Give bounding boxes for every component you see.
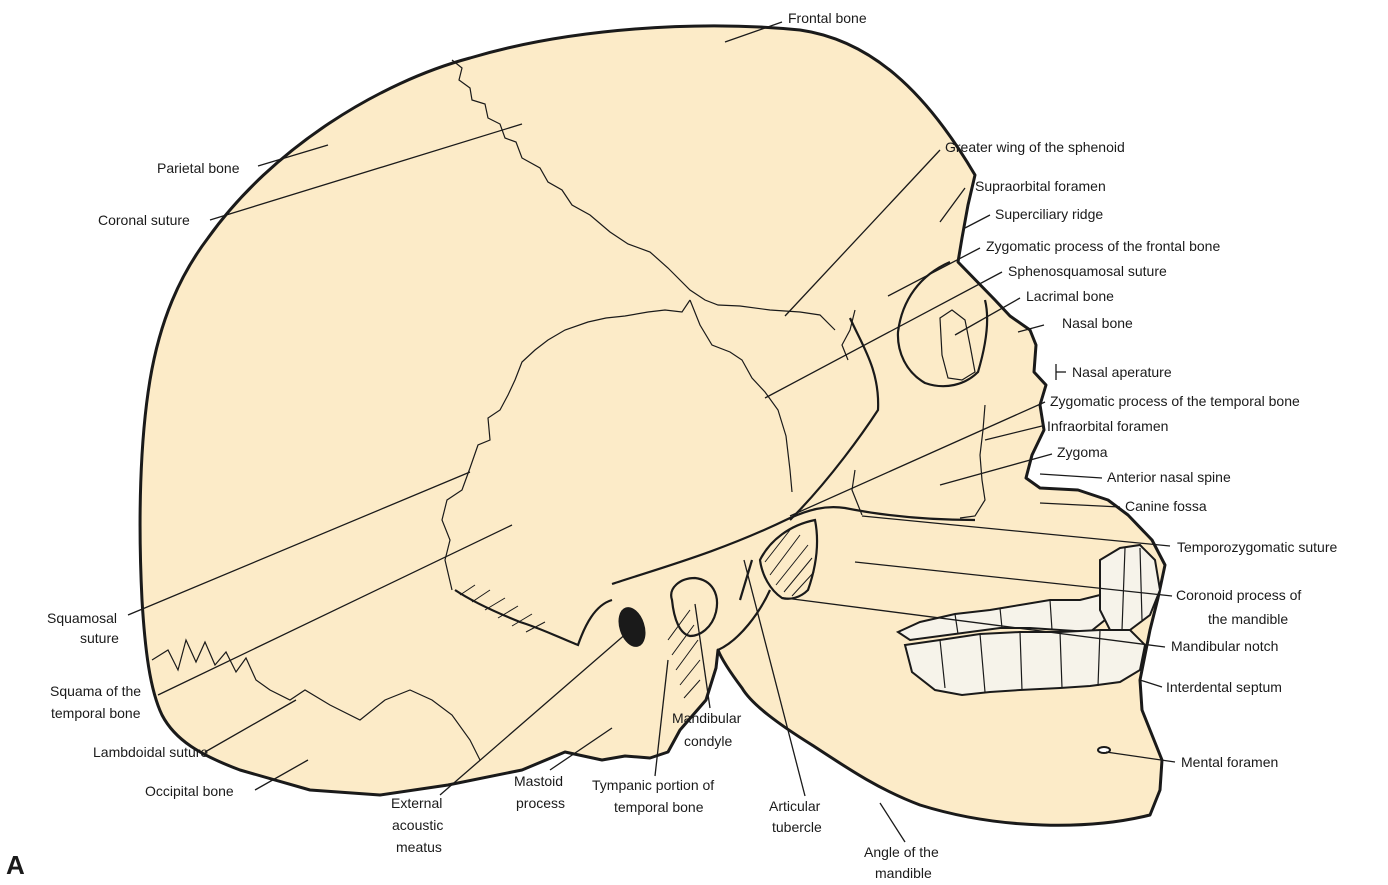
- label-zygomatic-process-frontal: Zygomatic process of the frontal bone: [986, 238, 1220, 254]
- label-supraorbital-foramen: Supraorbital foramen: [975, 178, 1106, 194]
- label-zygomatic-process-temporal: Zygomatic process of the temporal bone: [1050, 393, 1300, 409]
- label-coronal-suture: Coronal suture: [98, 212, 190, 228]
- label-external-acoustic-2: acoustic: [392, 817, 443, 833]
- label-squama-temporal-1: Squama of the: [50, 683, 141, 699]
- label-superciliary-ridge: Superciliary ridge: [995, 206, 1103, 222]
- label-articular-tubercle-1: Articular: [769, 798, 821, 814]
- label-external-acoustic-3: meatus: [396, 839, 442, 855]
- label-articular-tubercle-2: tubercle: [772, 819, 822, 835]
- leader-anterior-nasal-spine: [1040, 474, 1102, 478]
- label-nasal-aperature: Nasal aperature: [1072, 364, 1172, 380]
- label-sphenosquamosal-suture: Sphenosquamosal suture: [1008, 263, 1167, 279]
- label-tympanic-portion-2: temporal bone: [614, 799, 704, 815]
- label-squamosal-suture-2: suture: [80, 630, 119, 646]
- label-greater-wing-sphenoid: Greater wing of the sphenoid: [945, 139, 1125, 155]
- label-lambdoidal-suture: Lambdoidal suture: [93, 744, 208, 760]
- label-interdental-septum: Interdental septum: [1166, 679, 1282, 695]
- label-external-acoustic-1: External: [391, 795, 442, 811]
- panel-letter: A: [6, 850, 25, 880]
- label-occipital-bone: Occipital bone: [145, 783, 234, 799]
- label-canine-fossa: Canine fossa: [1125, 498, 1207, 514]
- label-frontal-bone: Frontal bone: [788, 10, 867, 26]
- leader-interdental-septum: [1140, 680, 1162, 687]
- label-mandibular-condyle-1: Mandibular: [672, 710, 742, 726]
- leader-superciliary-ridge: [965, 215, 990, 228]
- label-lacrimal-bone: Lacrimal bone: [1026, 288, 1114, 304]
- label-angle-mandible-1: Angle of the: [864, 844, 939, 860]
- label-angle-mandible-2: mandible: [875, 865, 932, 881]
- label-squama-temporal-2: temporal bone: [51, 705, 141, 721]
- label-mastoid-process-1: Mastoid: [514, 773, 563, 789]
- label-mental-foramen: Mental foramen: [1181, 754, 1278, 770]
- label-mandibular-condyle-2: condyle: [684, 733, 732, 749]
- label-anterior-nasal-spine: Anterior nasal spine: [1107, 469, 1231, 485]
- label-mastoid-process-2: process: [516, 795, 565, 811]
- label-coronoid-process-2: the mandible: [1208, 611, 1288, 627]
- label-mandibular-notch: Mandibular notch: [1171, 638, 1278, 654]
- label-infraorbital-foramen: Infraorbital foramen: [1047, 418, 1168, 434]
- leader-angle-mandible: [880, 803, 905, 842]
- label-coronoid-process-1: Coronoid process of: [1176, 587, 1301, 603]
- label-squamosal-suture-1: Squamosal: [47, 610, 117, 626]
- label-zygoma: Zygoma: [1057, 444, 1108, 460]
- label-tympanic-portion-1: Tympanic portion of: [592, 777, 714, 793]
- label-temporozygomatic-suture: Temporozygomatic suture: [1177, 539, 1338, 555]
- label-nasal-bone: Nasal bone: [1062, 315, 1133, 331]
- label-parietal-bone: Parietal bone: [157, 160, 240, 176]
